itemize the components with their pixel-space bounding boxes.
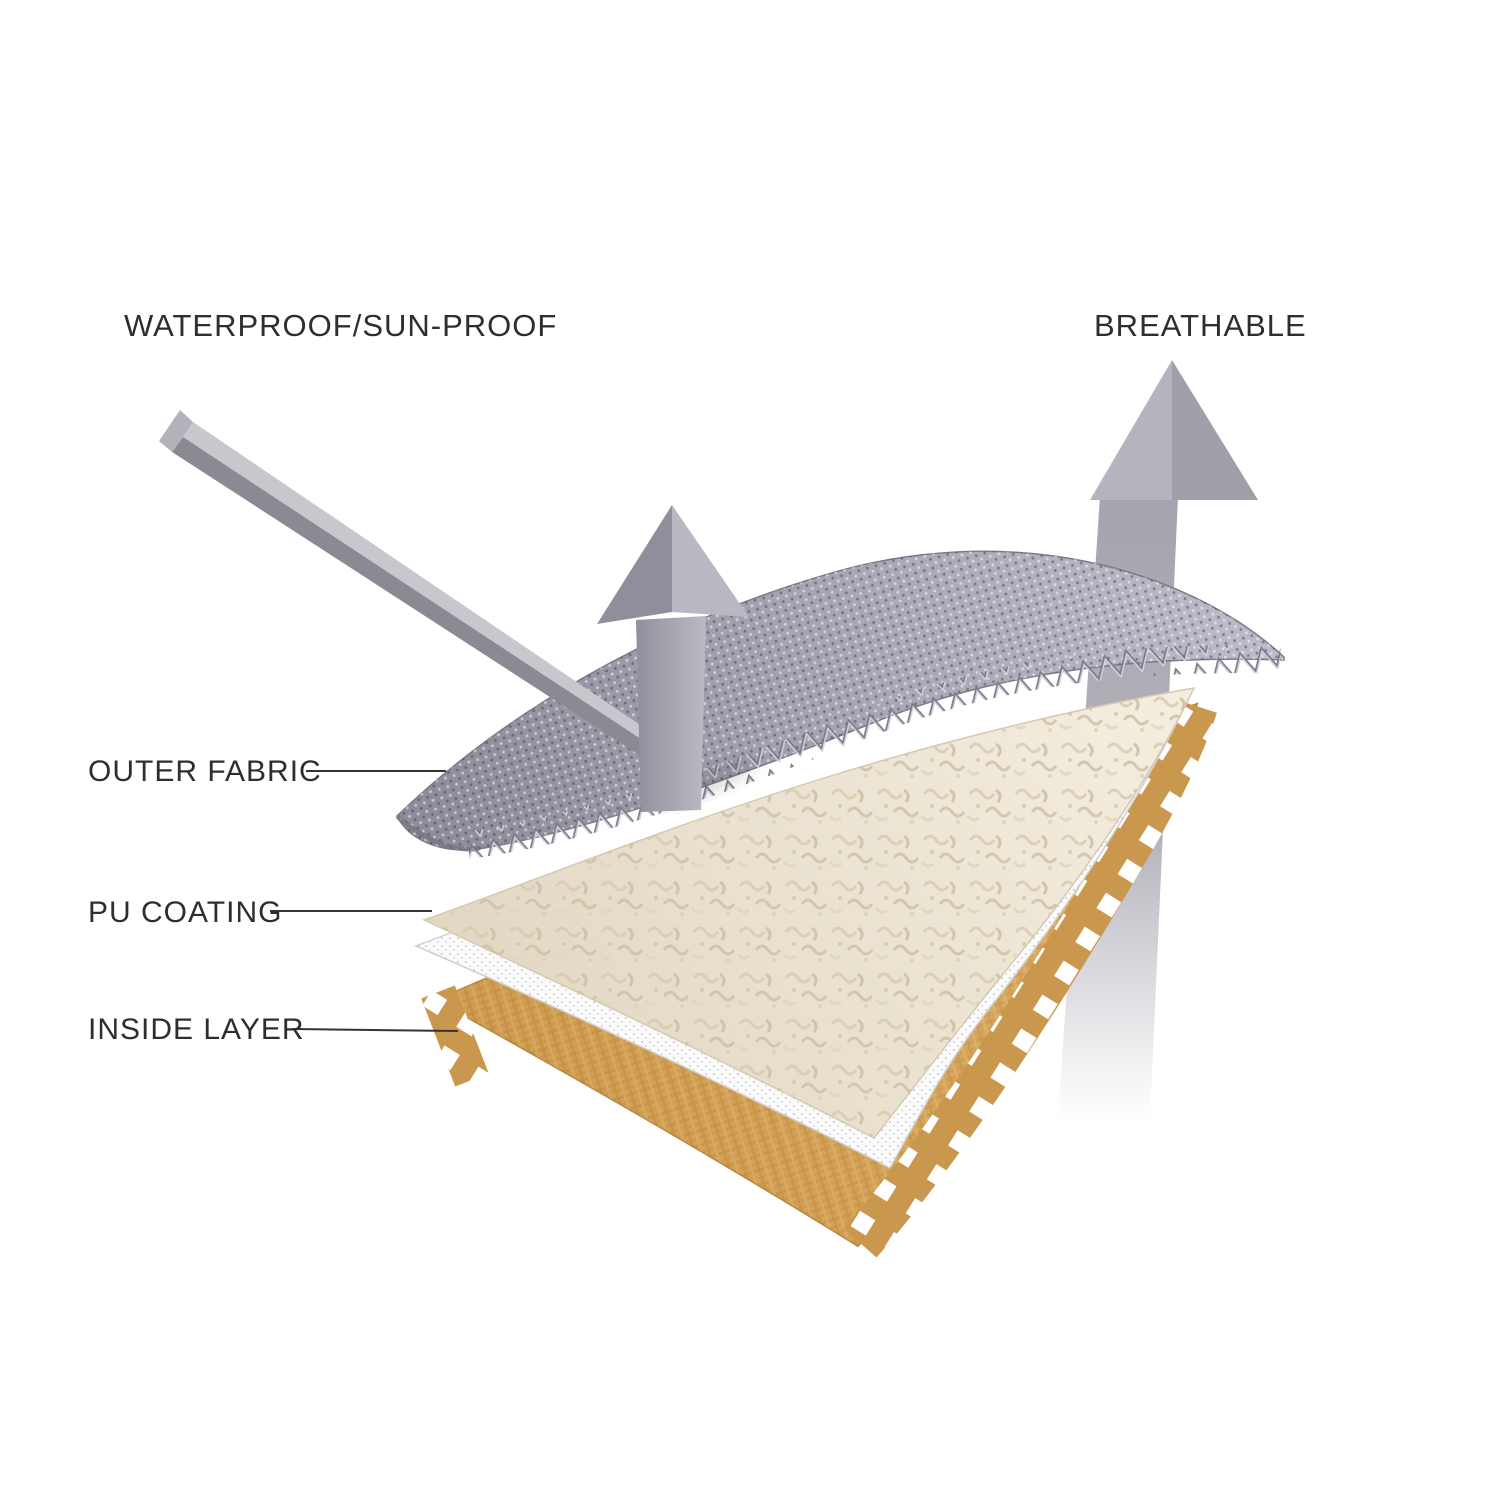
reflect-arrow-shaft: [636, 616, 706, 812]
outer-fabric-mesh-texture: [397, 551, 1284, 850]
outer-fabric-curl-tip: [395, 814, 481, 852]
reflect-up-arrow: [597, 505, 749, 812]
film-strip-edge-left: [421, 985, 489, 1087]
outer-fabric-coil-edge: [466, 645, 1281, 859]
label-waterproof-sunproof: WATERPROOF/SUN-PROOF: [124, 308, 558, 343]
outer-fabric-sheet: [395, 550, 1285, 859]
sun-ray-beam-arrow: [159, 410, 659, 758]
breathable-arrow-head-left: [1090, 360, 1172, 500]
reflect-arrow-head-right: [672, 505, 749, 617]
film-strip-edge-right: [843, 699, 1217, 1258]
leader-line-inside-layer: [292, 1028, 459, 1032]
reflect-arrow-head-left: [597, 505, 672, 624]
beam-end-facet: [159, 410, 193, 452]
breathable-arrow-head-right: [1172, 360, 1258, 500]
label-inside-layer: INSIDE LAYER: [88, 1013, 305, 1046]
label-breathable: BREATHABLE: [1094, 308, 1307, 343]
label-outer-fabric: OUTER FABRIC: [88, 755, 322, 788]
beam-top-face: [183, 422, 659, 751]
beam-bottom-face: [172, 437, 659, 758]
pu-coating-fleece-texture: [424, 688, 1194, 1138]
label-pu-coating: PU COATING: [88, 896, 283, 929]
